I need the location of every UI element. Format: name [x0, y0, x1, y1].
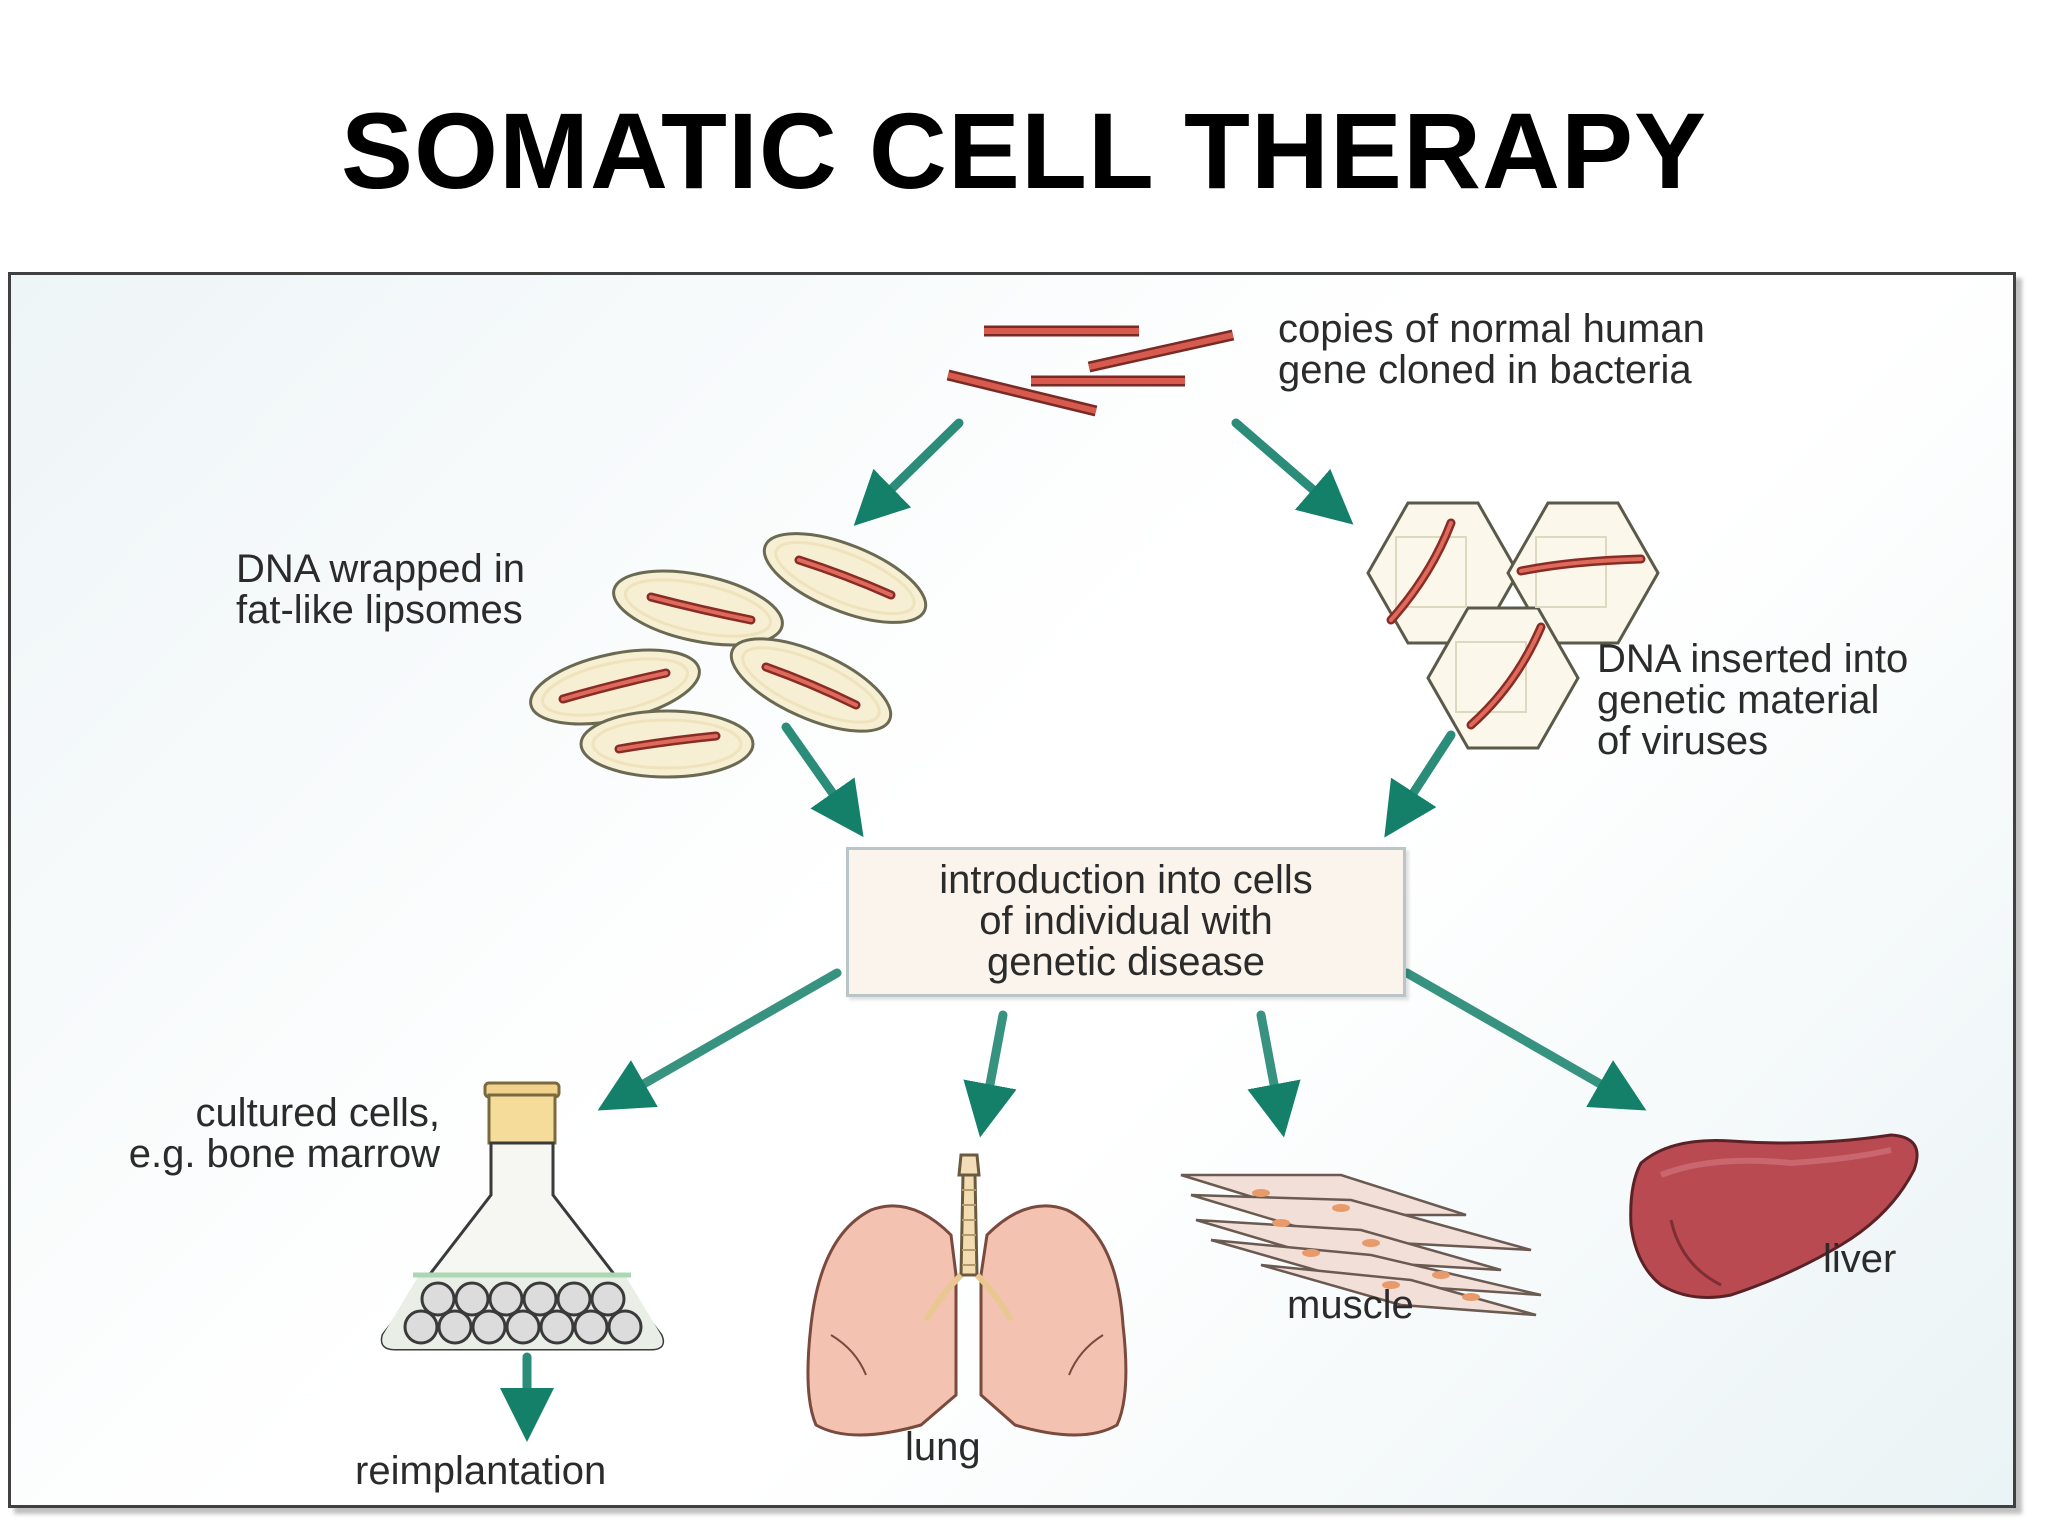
arrow-viruses-to-box — [1384, 730, 1456, 838]
arrow-to-cultured — [597, 968, 842, 1111]
lungs-icon — [806, 1153, 1128, 1437]
flow-arrows — [500, 418, 1647, 1442]
label-liposomes: DNA wrapped in fat-like lipsomes — [236, 547, 526, 632]
label-muscle: muscle — [1287, 1283, 1414, 1327]
dna-fragments-icon — [946, 325, 1235, 417]
arrow-to-muscle — [1247, 1010, 1301, 1138]
arrow-to-liver — [1402, 968, 1647, 1111]
liver-icon — [1629, 1133, 1919, 1299]
liposome-icon — [529, 532, 928, 779]
label-viruses: DNA inserted into genetic material of vi… — [1597, 637, 1909, 763]
label-reimplantation: reimplantation — [355, 1449, 607, 1493]
diagram-panel: copies of normal human gene cloned in ba… — [8, 272, 2016, 1508]
culture-flask-icon — [380, 1081, 665, 1351]
label-cultured-cells: cultured cells, e.g. bone marrow — [128, 1091, 440, 1176]
diagram-graphics — [380, 325, 1919, 1442]
slide-title: SOMATIC CELL THERAPY — [340, 90, 1708, 211]
introduction-box: introduction into cells of individual wi… — [846, 847, 1406, 997]
arrow-liposomes-to-box — [781, 722, 864, 838]
arrow-to-viruses — [1231, 418, 1354, 525]
virus-capsid-icon — [1366, 501, 1660, 750]
arrow-to-lung — [963, 1010, 1017, 1138]
arrow-to-liposomes — [853, 418, 964, 526]
label-lung: lung — [905, 1425, 981, 1469]
muscle-fibers-icon — [1180, 1173, 1542, 1317]
label-gene-copies: copies of normal human gene cloned in ba… — [1278, 307, 1705, 392]
label-liver: liver — [1823, 1237, 1897, 1281]
